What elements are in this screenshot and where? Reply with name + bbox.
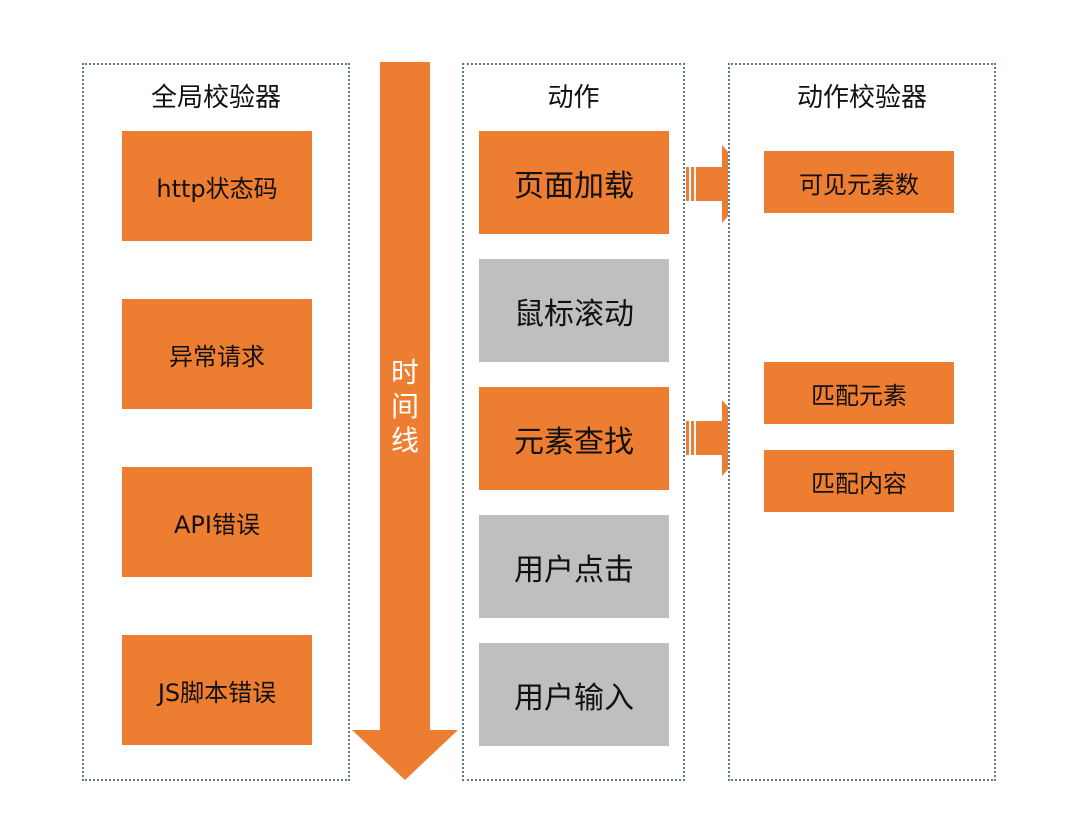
actions-title: 动作 (547, 83, 600, 113)
timeline-label: 时间线 (390, 356, 419, 457)
global-validator-abnormal-request: 异常请求 (122, 299, 312, 409)
action-user-input: 用户输入 (479, 643, 669, 746)
action-validator-match-content: 匹配内容 (764, 450, 954, 512)
global-validator-http-status: http状态码 (122, 131, 312, 241)
action-page-load: 页面加载 (479, 131, 669, 234)
action-validators-panel: 动作校验器 可见元素数 匹配元素 匹配内容 (728, 63, 996, 781)
global-validators-panel: 全局校验器 http状态码 异常请求 API错误 JS脚本错误 (82, 63, 350, 781)
global-validators-title: 全局校验器 (150, 83, 281, 113)
action-validator-visible-count: 可见元素数 (764, 151, 954, 213)
connector-arrow-element-find (686, 400, 756, 476)
action-user-click: 用户点击 (479, 515, 669, 618)
action-validators-title: 动作校验器 (796, 83, 927, 113)
action-mouse-scroll: 鼠标滚动 (479, 259, 669, 362)
connector-arrow-page-load (686, 145, 756, 223)
action-element-find: 元素查找 (479, 387, 669, 490)
actions-panel: 动作 页面加载 鼠标滚动 元素查找 用户点击 用户输入 (462, 63, 685, 781)
action-validator-match-element: 匹配元素 (764, 362, 954, 424)
global-validator-js-error: JS脚本错误 (122, 635, 312, 745)
global-validator-api-error: API错误 (122, 467, 312, 577)
